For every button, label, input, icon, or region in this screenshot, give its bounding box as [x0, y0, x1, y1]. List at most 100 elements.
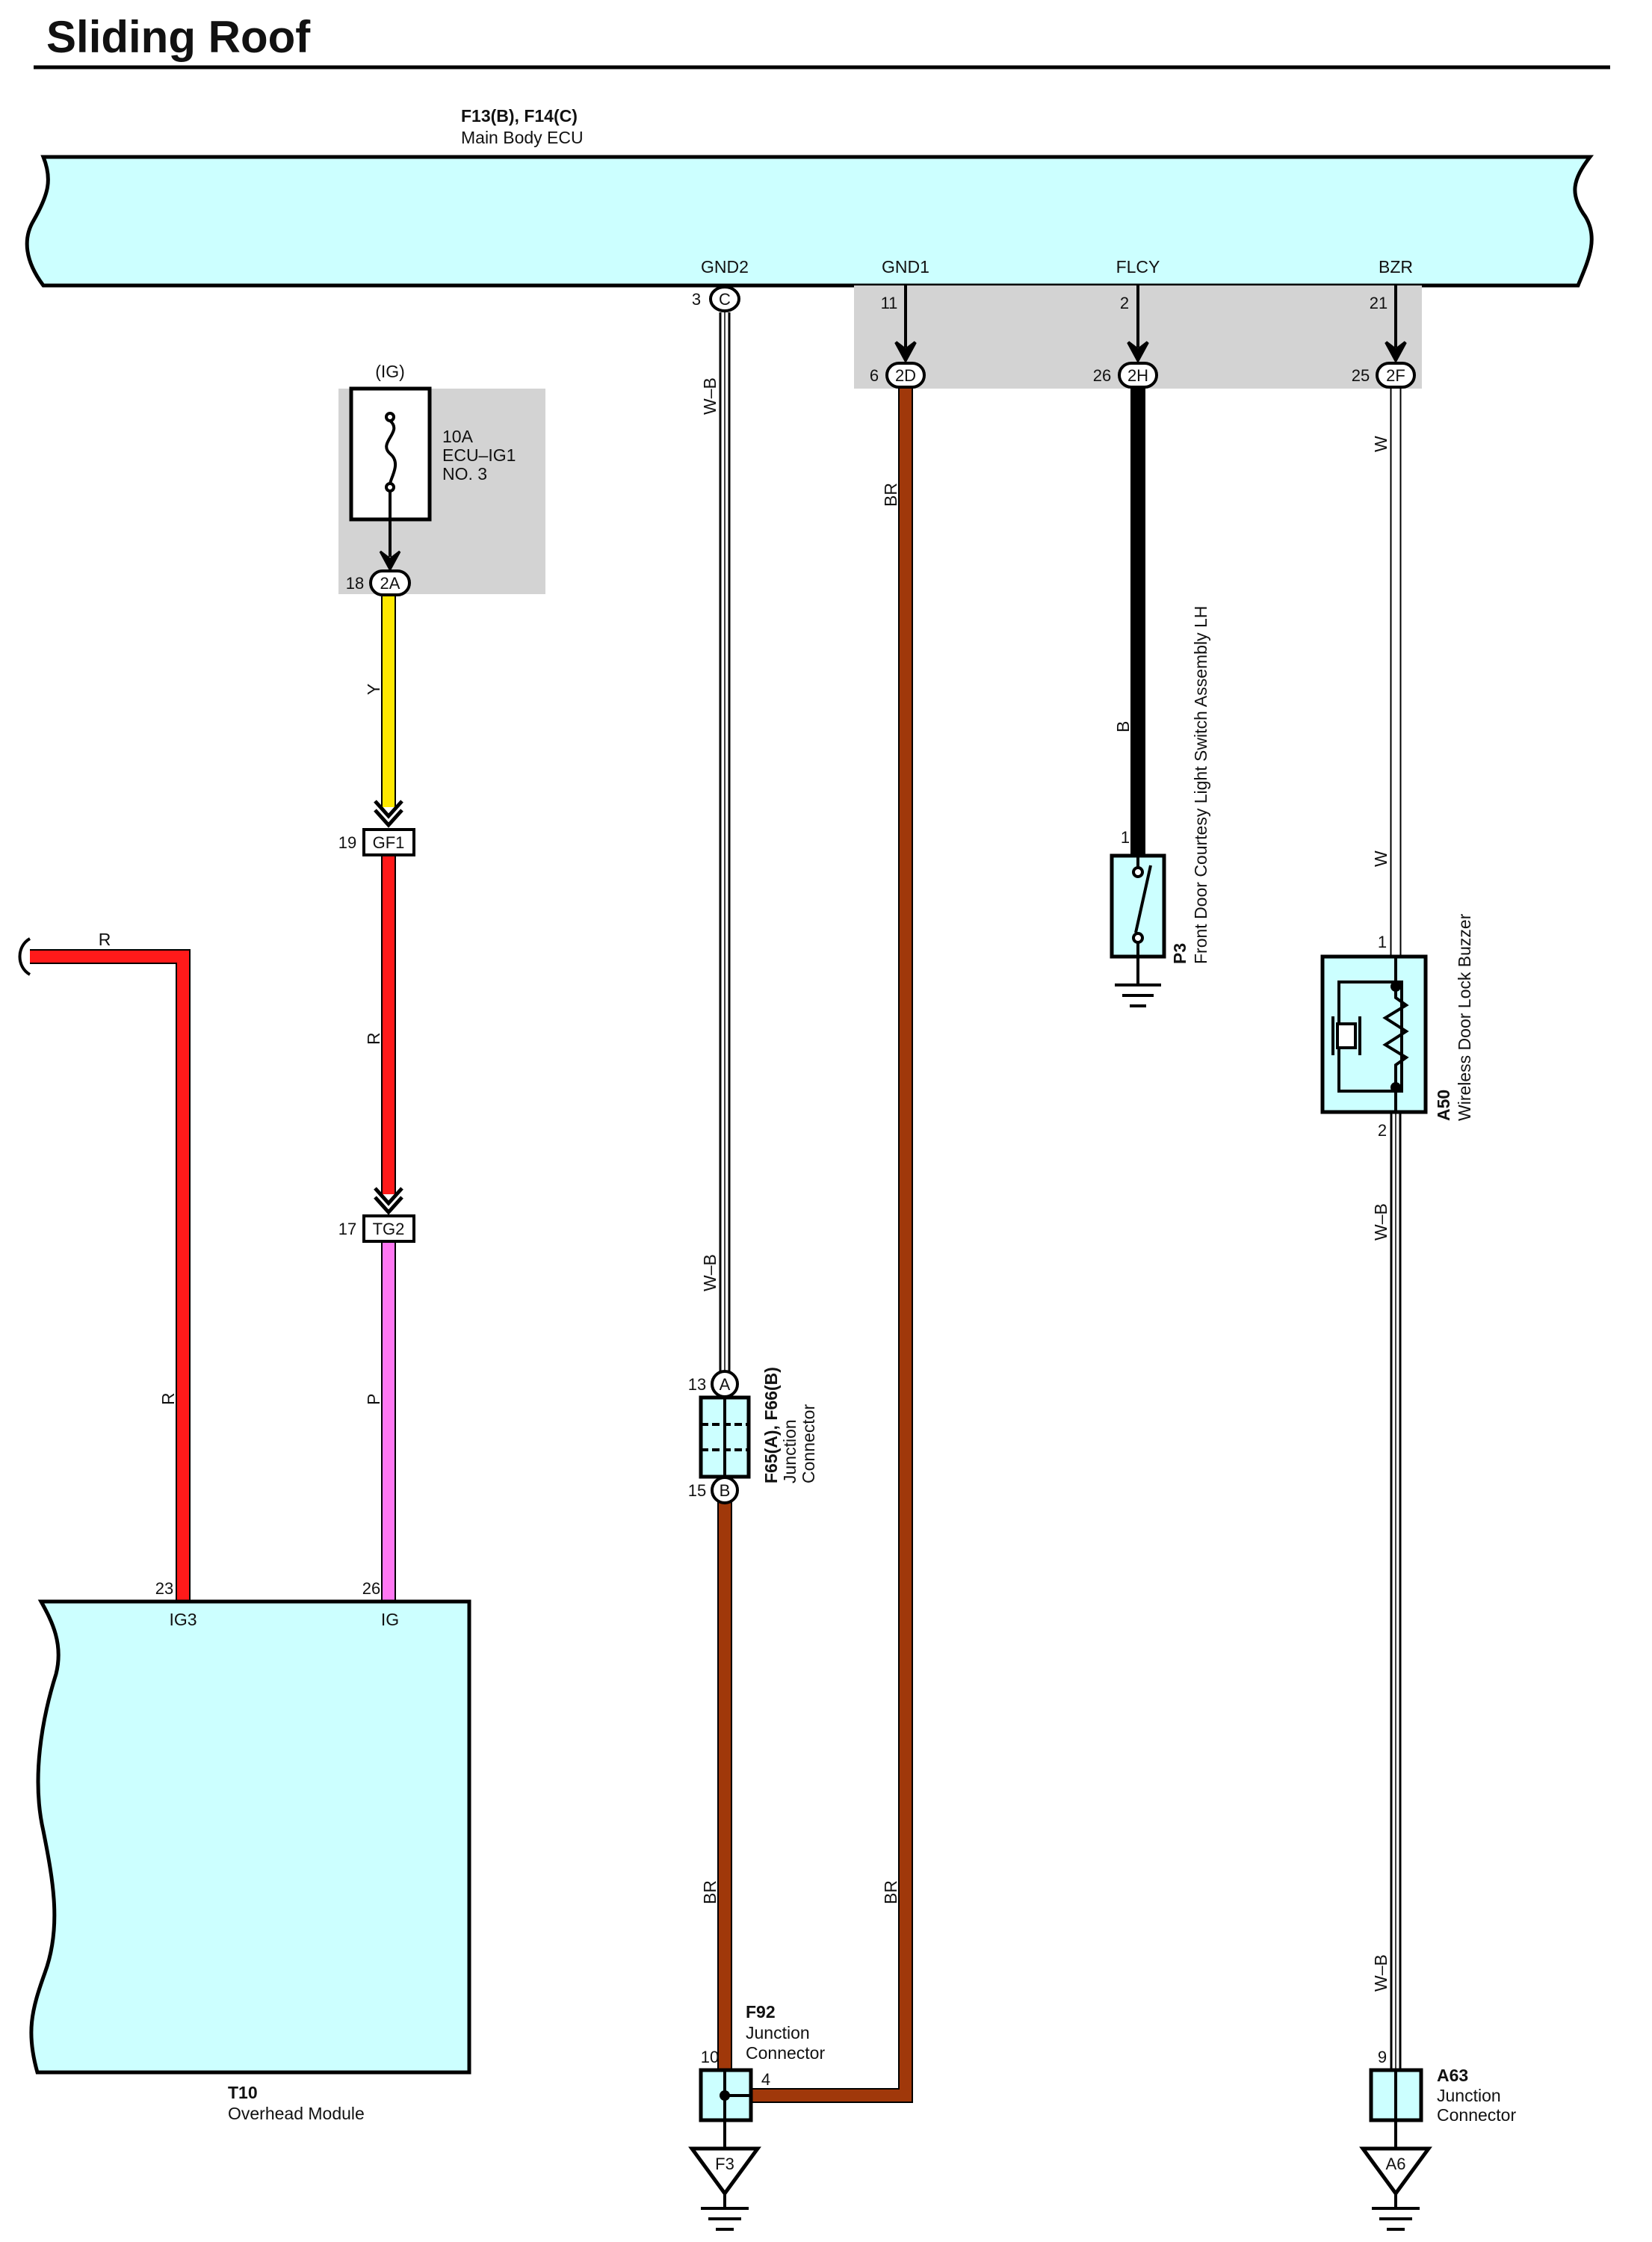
a63-line1: Junction	[1437, 2086, 1501, 2105]
ecu-pin-flcy: 2	[1120, 294, 1129, 312]
fuse-name-1: ECU–IG1	[442, 445, 516, 465]
t10-id: T10	[228, 2083, 258, 2102]
f65-id: F65(A), F66(B)	[761, 1367, 781, 1483]
ecu-terminal-gnd1: GND1	[882, 257, 929, 277]
f92-ground-label: F3	[715, 2155, 734, 2173]
wire-label-w-2: W	[1371, 850, 1390, 867]
wire-label-b: B	[1113, 721, 1133, 732]
wire-label-br-1: BR	[881, 483, 900, 507]
buzzer-node-top	[1390, 981, 1401, 992]
conn-gf1	[362, 828, 415, 856]
junction-leads	[894, 285, 1407, 364]
conn-gf1-label: GF1	[373, 833, 405, 852]
jb-conn-2d	[885, 362, 926, 389]
f65-conn-b-label: B	[720, 1481, 731, 1500]
a50-labels: A50 Wireless Door Lock Buzzer	[1434, 913, 1474, 1121]
conn-tg2-label: TG2	[373, 1220, 405, 1238]
conn-tg2-pin: 17	[338, 1220, 356, 1238]
a50-pin-1: 1	[1378, 933, 1387, 951]
a63-ground-icon	[1372, 2193, 1420, 2231]
ecu-pin-gnd2: 3	[692, 290, 701, 309]
fuse-pin: 18	[346, 574, 364, 593]
f65-conn-a-label: A	[720, 1375, 731, 1394]
fuse-rating: 10A	[442, 427, 474, 446]
a63-id: A63	[1437, 2066, 1468, 2085]
main-body-ecu	[25, 155, 1594, 288]
wire-label-p: P	[364, 1394, 383, 1405]
t10-pin-ig3: 23	[155, 1579, 173, 1598]
ecu-terminal-flcy: FLCY	[1116, 257, 1160, 277]
a63-line2: Connector	[1437, 2105, 1516, 2125]
t10-name: Overhead Module	[228, 2104, 365, 2123]
f92-line2: Connector	[746, 2043, 825, 2063]
p3-pin: 1	[1121, 828, 1130, 847]
p3-ground-icon	[1115, 983, 1161, 1007]
wire-label-r-3: R	[99, 930, 111, 949]
f92-node	[720, 2090, 730, 2101]
a63-ground-label: A6	[1386, 2155, 1406, 2173]
jb-pin-2f: 25	[1352, 366, 1370, 385]
p3-labels: P3 Front Door Courtesy Light Switch Asse…	[1170, 606, 1210, 964]
f92-ground-triangle	[688, 2146, 761, 2197]
wire-label-r-2: R	[158, 1392, 178, 1405]
a63-ground-triangle	[1359, 2146, 1432, 2197]
f65-line2: Connector	[799, 1404, 818, 1483]
switch-icon	[1132, 856, 1152, 985]
overhead-module	[29, 1599, 471, 2075]
conn-gf1-pin: 19	[338, 833, 356, 852]
t10-term-ig3: IG3	[169, 1610, 197, 1629]
wire-br-gnd1	[751, 387, 913, 2103]
ecu-terminal-bzr: BZR	[1379, 257, 1413, 277]
jb-conn-2d-label: 2D	[895, 366, 916, 385]
f65-labels: F65(A), F66(B) Junction Connector	[761, 1367, 818, 1483]
fuse-conn-2a	[369, 569, 411, 596]
fuse-name-2: NO. 3	[442, 464, 487, 484]
p3-id: P3	[1170, 943, 1189, 964]
f92-id: F92	[746, 2002, 776, 2022]
conn-tg2	[362, 1214, 415, 1243]
ecu-conn-c	[709, 285, 740, 312]
wire-label-wb-2: W–B	[700, 1254, 720, 1291]
jb-pin-2d: 6	[870, 366, 879, 385]
t10-term-ig: IG	[381, 1610, 399, 1629]
wire-label-wb-1: W–B	[700, 377, 720, 415]
ecu-terminal-gnd2: GND2	[701, 257, 749, 277]
a50-name: Wireless Door Lock Buzzer	[1455, 913, 1474, 1121]
buzzer-node-bottom	[1390, 1082, 1401, 1093]
f65-internal	[701, 1398, 749, 1477]
page-title: Sliding Roof	[46, 12, 311, 62]
ecu-connector-label: F13(B), F14(C)	[461, 106, 578, 126]
wire-label-w-1: W	[1371, 436, 1390, 452]
f65-pin-a: 13	[688, 1375, 706, 1394]
ecu-conn-c-label: C	[719, 290, 731, 309]
a50-id: A50	[1434, 1090, 1453, 1121]
p3-name: Front Door Courtesy Light Switch Assembl…	[1191, 606, 1210, 964]
wire-label-r-1: R	[364, 1032, 383, 1045]
a63-pin: 9	[1378, 2048, 1387, 2066]
f65-pin-b: 15	[688, 1481, 706, 1500]
ecu-pin-bzr: 21	[1370, 294, 1388, 312]
f92-pin-left: 10	[701, 2048, 719, 2066]
wire-r-ig3	[18, 937, 191, 1602]
wire-label-br-2: BR	[700, 1880, 720, 1904]
wire-label-br-3: BR	[881, 1880, 900, 1904]
gf1-chevron-icon	[374, 800, 403, 828]
f92-ground-icon	[701, 2193, 749, 2231]
wire-label-wb-4: W–B	[1371, 1954, 1390, 1992]
jb-conn-2h-label: 2H	[1127, 366, 1148, 385]
fuse-supply-label: (IG)	[375, 362, 405, 381]
f92-line1: Junction	[746, 2023, 810, 2042]
fuse-conn-2a-label: 2A	[380, 574, 400, 593]
jb-conn-2f-label: 2F	[1386, 366, 1405, 385]
jb-conn-2h	[1118, 362, 1158, 389]
tg2-chevron-icon	[374, 1187, 403, 1215]
fuse-arrow	[379, 550, 401, 572]
jb-conn-2f	[1376, 362, 1416, 389]
t10-pin-ig: 26	[362, 1579, 380, 1598]
a50-pin-2: 2	[1378, 1121, 1387, 1140]
f65-conn-b	[711, 1476, 739, 1504]
f92-pin-right: 4	[761, 2070, 770, 2089]
wire-label-y: Y	[364, 684, 383, 695]
jb-pin-2h: 26	[1093, 366, 1111, 385]
